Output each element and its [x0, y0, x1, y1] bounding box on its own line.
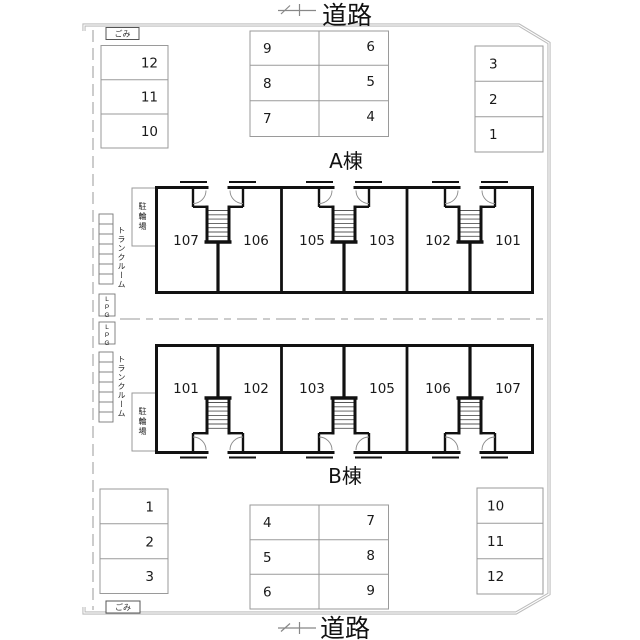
- parking-outline: [99, 488, 169, 594]
- room-number: 106: [243, 233, 269, 249]
- bicycle-parking-label-a: 駐輪場: [138, 202, 147, 232]
- road-bottom: 道路: [278, 615, 370, 640]
- lpg-box-bottom: [98, 321, 116, 345]
- parking-space: 11: [141, 90, 158, 106]
- parking-space: 6: [366, 39, 375, 55]
- parking-space: 2: [145, 534, 154, 550]
- road-top: 道路: [278, 2, 372, 30]
- garbage-label: ごみ: [115, 602, 131, 612]
- parking-numbers-bottom-left: 1 2 3: [145, 500, 154, 586]
- parking-space: 12: [141, 56, 158, 72]
- parking-outline: [100, 45, 169, 149]
- lpg-box-top: [98, 293, 116, 317]
- parking-space: 10: [141, 124, 158, 140]
- parking-lot-bottom-left: [99, 488, 169, 594]
- parking-numbers-bottom-center: 4 5 6 7 8 9: [263, 513, 375, 601]
- trunk-room-label-top: トランクルーム: [117, 226, 126, 289]
- room-number: 107: [173, 233, 199, 249]
- garbage-station-top: ごみ: [105, 27, 140, 40]
- room-number: 107: [495, 381, 521, 397]
- parking-space: 5: [366, 74, 375, 90]
- parking-space: 8: [263, 76, 272, 92]
- lpg-label-bottom: LPG: [103, 324, 111, 348]
- garbage-station-bottom: ごみ: [105, 600, 141, 614]
- bicycle-parking-label-b: 駐輪場: [138, 407, 147, 437]
- parking-space: 9: [366, 583, 375, 599]
- room-number: 102: [243, 381, 269, 397]
- parking-space: 7: [366, 513, 375, 529]
- parking-space: 1: [489, 127, 498, 143]
- parking-space: 12: [487, 569, 504, 585]
- parking-space: 2: [489, 92, 498, 108]
- parking-outline: [474, 45, 544, 153]
- parking-space: 7: [263, 111, 272, 127]
- parking-lot-top-right: [474, 45, 544, 153]
- parking-space: 10: [487, 499, 504, 515]
- room-number: 103: [299, 381, 325, 397]
- room-number: 105: [369, 381, 395, 397]
- parking-space: 6: [263, 585, 272, 601]
- boundary-wall-inner: [83, 24, 550, 614]
- parking-lot-top-left: [100, 45, 169, 149]
- bicycle-parking-box-a: [131, 187, 157, 247]
- parking-lot-top-center: [249, 30, 389, 137]
- trunk-room-label-bottom: トランクルーム: [117, 355, 126, 418]
- building-a: 107 106 105 103 102 101: [155, 180, 534, 294]
- garbage-box: [105, 27, 140, 40]
- parking-numbers-bottom-right: 10 11 12: [487, 499, 504, 586]
- parking-space: 3: [489, 57, 498, 73]
- trunk-room-strip-top: [98, 213, 114, 285]
- room-number: 106: [425, 381, 451, 397]
- building-a-label: A棟: [329, 149, 363, 173]
- lpg-label-top: LPG: [103, 296, 111, 320]
- road-label-bottom: 道路: [320, 615, 370, 640]
- site-boundary: [82, 23, 551, 615]
- survey-marker-icon: [278, 622, 316, 634]
- road-label-top: 道路: [322, 2, 372, 30]
- garbage-box: [105, 600, 141, 614]
- parking-space: 11: [487, 534, 504, 550]
- room-number: 101: [495, 233, 521, 249]
- parking-space: 1: [145, 500, 154, 516]
- building-b: 101 102 103 105 106 107: [155, 344, 534, 460]
- parking-space: 8: [366, 548, 375, 564]
- garbage-label: ごみ: [115, 29, 131, 39]
- survey-marker-icon: [278, 4, 316, 16]
- trunk-room-outline: [98, 213, 114, 285]
- room-number: 105: [299, 233, 325, 249]
- building-b-label: B棟: [328, 464, 362, 488]
- bicycle-parking-box-b: [131, 392, 157, 452]
- parking-space: 9: [263, 41, 272, 57]
- parking-numbers-top-left: 12 11 10: [141, 56, 158, 141]
- room-number: 101: [173, 381, 199, 397]
- parking-numbers-top-center: 9 8 7 6 5 4: [263, 39, 375, 127]
- room-number: 103: [369, 233, 395, 249]
- parking-space: 4: [366, 109, 375, 125]
- parking-space: 4: [263, 515, 272, 531]
- room-number: 102: [425, 233, 451, 249]
- parking-numbers-top-right: 3 2 1: [489, 57, 498, 144]
- trunk-room-outline: [98, 351, 114, 423]
- parking-lot-bottom-right: [476, 487, 544, 595]
- parking-space: 3: [145, 569, 154, 585]
- parking-outline: [476, 487, 544, 595]
- trunk-room-strip-bottom: [98, 351, 114, 423]
- parking-space: 5: [263, 550, 272, 566]
- parking-lot-bottom-center: [249, 504, 389, 610]
